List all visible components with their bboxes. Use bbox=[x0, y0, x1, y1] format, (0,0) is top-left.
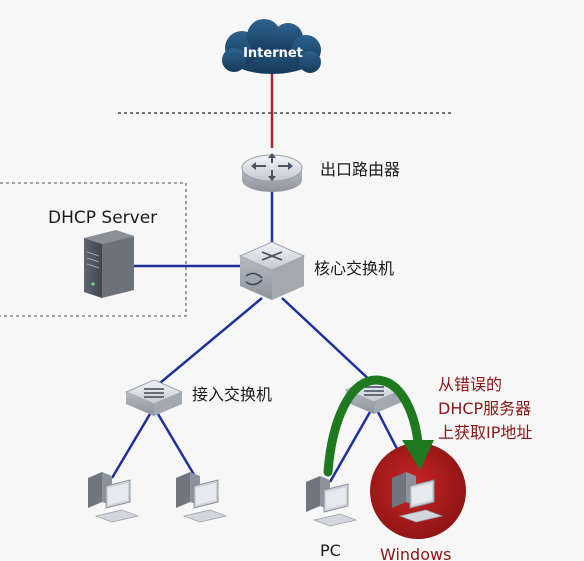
dhcp-server-zone bbox=[0, 182, 187, 317]
router-icon bbox=[241, 153, 303, 192]
green-arrow-icon bbox=[323, 375, 434, 477]
router-label: 出口路由器 bbox=[320, 160, 400, 179]
access1-pc2-link bbox=[156, 413, 198, 479]
annotation-line-3: 上获取IP地址 bbox=[438, 423, 532, 442]
pc-label: PC bbox=[320, 541, 341, 560]
access-switch-1-icon bbox=[124, 379, 184, 416]
access2-pc3-link bbox=[328, 411, 372, 483]
pc-1-icon bbox=[88, 472, 140, 523]
internet-label: Internet bbox=[243, 46, 303, 61]
pc-3-icon bbox=[306, 476, 358, 527]
windows-label: Windows bbox=[380, 545, 451, 561]
pc-windows-icon bbox=[392, 472, 444, 523]
core-access1-link bbox=[153, 297, 263, 389]
core-access2-link bbox=[281, 297, 375, 385]
access-switch-label: 接入交换机 bbox=[192, 385, 272, 404]
core-switch-label: 核心交换机 bbox=[314, 259, 394, 278]
internet-cloud-icon bbox=[222, 19, 321, 74]
pc-2-icon bbox=[176, 472, 228, 523]
annotation-line-2: DHCP服务器 bbox=[438, 399, 531, 418]
core-switch-icon bbox=[238, 241, 306, 300]
annotation-line-1: 从错误的 bbox=[438, 375, 502, 394]
dhcp-server-icon bbox=[84, 230, 134, 298]
dhcp-server-label: DHCP Server bbox=[48, 208, 157, 228]
access1-pc1-link bbox=[110, 413, 152, 479]
